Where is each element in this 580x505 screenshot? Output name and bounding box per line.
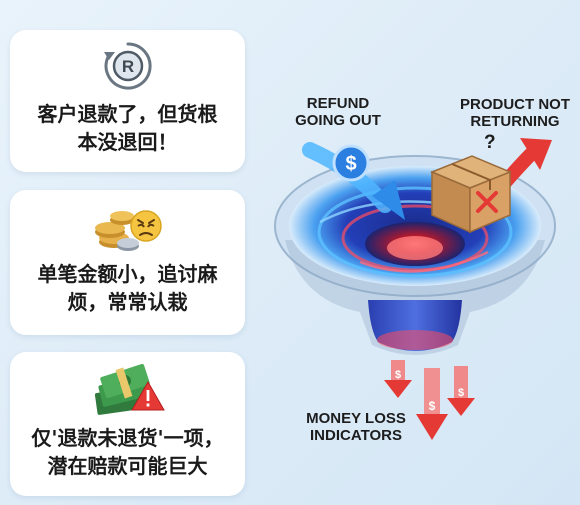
vortex-funnel [274, 155, 556, 355]
card-line: 本没退回！ [77, 130, 178, 154]
registered-return-icon: R [10, 38, 245, 92]
svg-text:R: R [121, 57, 133, 76]
card-line: 客户退款了，但货根 [37, 102, 218, 126]
card-line: 烦，常常认栽 [67, 290, 188, 314]
money-loss-label: MONEY LOSS INDICATORS [306, 410, 406, 444]
loss-arrow-left: $ [384, 360, 412, 398]
package-box-icon [430, 155, 512, 234]
dollar-coin-icon: $ [332, 144, 370, 182]
refund-not-returned-card: R 客户退款了，但货根 本没退回！ [10, 30, 245, 172]
card-text: 单笔金额小，追讨麻 烦，常常认栽 [10, 260, 245, 316]
svg-text:$: $ [458, 387, 464, 399]
refund-label: REFUND GOING OUT [295, 95, 381, 129]
cash-warning-icon [10, 360, 245, 415]
card-line: 仅'退款未退货'一项， [31, 426, 224, 450]
potential-loss-card: 仅'退款未退货'一项， 潜在赔款可能巨大 [10, 352, 245, 496]
loss-arrow-center: $ [416, 368, 448, 440]
card-text: 客户退款了，但货根 本没退回！ [10, 100, 245, 156]
loss-arrow-right: $ [447, 366, 475, 416]
svg-text:$: $ [345, 153, 356, 175]
money-loss-arrows: $ $ $ [384, 360, 475, 440]
card-line: 潜在赔款可能巨大 [47, 454, 208, 478]
small-amount-card: 单笔金额小，追讨麻 烦，常常认栽 [10, 190, 245, 335]
question-mark: ? [484, 132, 496, 153]
product-label: PRODUCT NOT RETURNING [460, 96, 570, 130]
coins-annoyed-face-icon [10, 198, 245, 252]
svg-text:$: $ [395, 369, 401, 381]
svg-text:$: $ [429, 399, 436, 413]
card-text: 仅'退款未退货'一项， 潜在赔款可能巨大 [10, 424, 245, 480]
card-line: 单笔金额小，追讨麻 [37, 262, 218, 286]
